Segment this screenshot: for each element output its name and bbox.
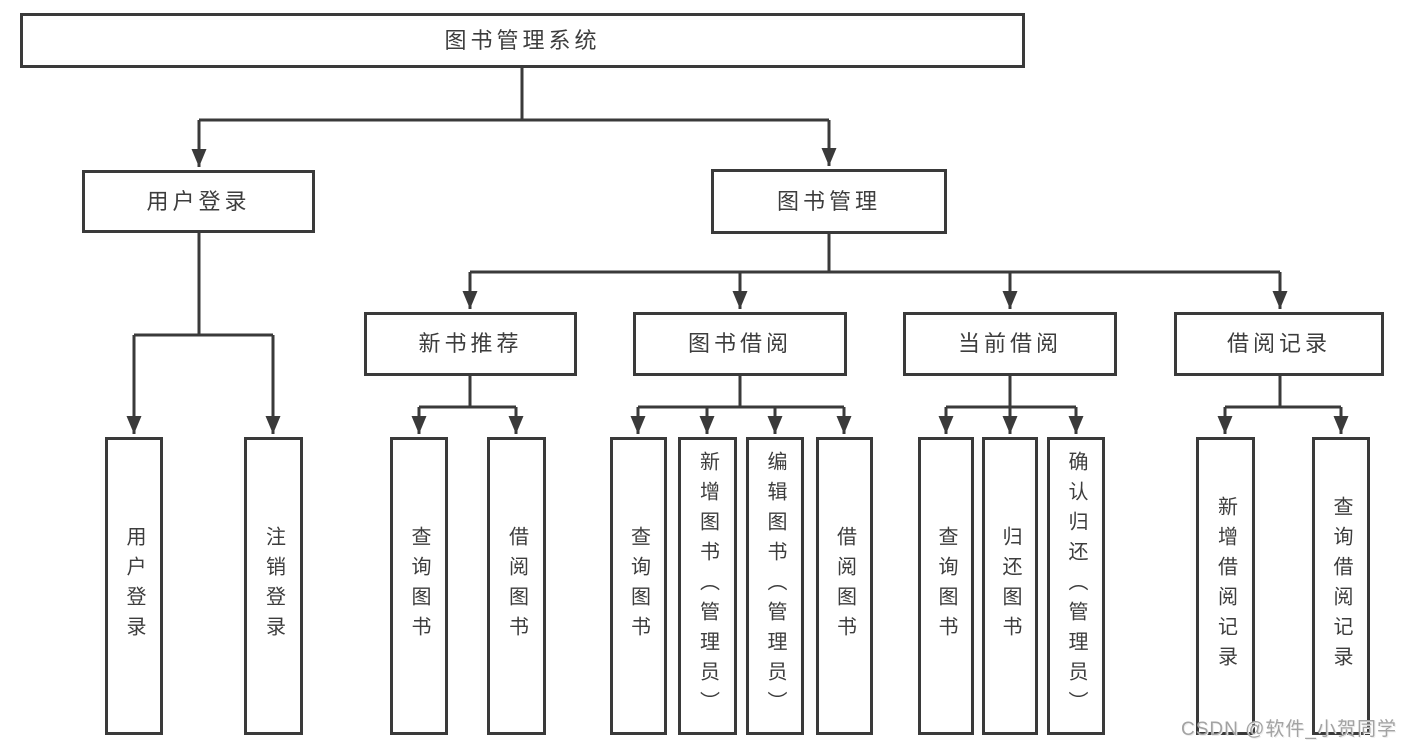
leaf-query-borrow-record: 查询借阅记录: [1312, 437, 1370, 735]
node-borrow-record: 借阅记录: [1174, 312, 1384, 376]
node-book-management-label: 图书管理: [776, 188, 881, 214]
node-book-borrow-label: 图书借阅: [687, 331, 792, 356]
leaf-edit-book: 编辑图书（管理员）: [746, 437, 804, 735]
leaf-query-book-1: 查询图书: [390, 437, 448, 735]
node-current-borrow: 当前借阅: [903, 312, 1117, 376]
leaf-confirm-return-label: 确认归还（管理员）: [1065, 451, 1087, 721]
leaf-query-borrow-record-label: 查询借阅记录: [1330, 496, 1352, 676]
leaf-user-login: 用户登录: [105, 437, 163, 735]
leaf-borrow-book-1: 借阅图书: [487, 437, 546, 735]
node-root-label: 图书管理系统: [444, 27, 601, 53]
leaf-logout: 注销登录: [244, 437, 303, 735]
node-borrow-record-label: 借阅记录: [1226, 331, 1331, 356]
leaf-query-book-2-label: 查询图书: [627, 526, 650, 646]
leaf-return-book-label: 归还图书: [999, 526, 1021, 646]
node-new-book-recommend: 新书推荐: [364, 312, 577, 376]
leaf-edit-book-label: 编辑图书（管理员）: [764, 451, 786, 721]
leaf-query-book-1-label: 查询图书: [408, 526, 430, 646]
leaf-add-borrow-record: 新增借阅记录: [1196, 437, 1255, 735]
leaf-query-book-3-label: 查询图书: [935, 526, 957, 646]
node-current-borrow-label: 当前借阅: [957, 331, 1062, 356]
leaf-borrow-book-2: 借阅图书: [816, 437, 873, 735]
node-book-management: 图书管理: [711, 169, 947, 234]
leaf-user-login-label: 用户登录: [123, 526, 145, 646]
node-user-login: 用户登录: [82, 170, 315, 233]
leaf-add-borrow-record-label: 新增借阅记录: [1214, 496, 1237, 676]
leaf-logout-label: 注销登录: [262, 526, 285, 646]
node-book-borrow: 图书借阅: [633, 312, 847, 376]
leaf-borrow-book-2-label: 借阅图书: [833, 526, 856, 646]
node-root: 图书管理系统: [20, 13, 1025, 68]
leaf-borrow-book-1-label: 借阅图书: [505, 526, 528, 646]
node-new-book-recommend-label: 新书推荐: [418, 331, 523, 356]
leaf-return-book: 归还图书: [982, 437, 1038, 735]
leaf-add-book-label: 新增图书（管理员）: [696, 451, 719, 721]
leaf-query-book-2: 查询图书: [610, 437, 667, 735]
leaf-add-book: 新增图书（管理员）: [678, 437, 737, 735]
node-user-login-label: 用户登录: [146, 188, 251, 214]
leaf-query-book-3: 查询图书: [918, 437, 974, 735]
leaf-confirm-return: 确认归还（管理员）: [1047, 437, 1105, 735]
csdn-watermark: CSDN @软件_小贺同学: [1181, 719, 1397, 740]
